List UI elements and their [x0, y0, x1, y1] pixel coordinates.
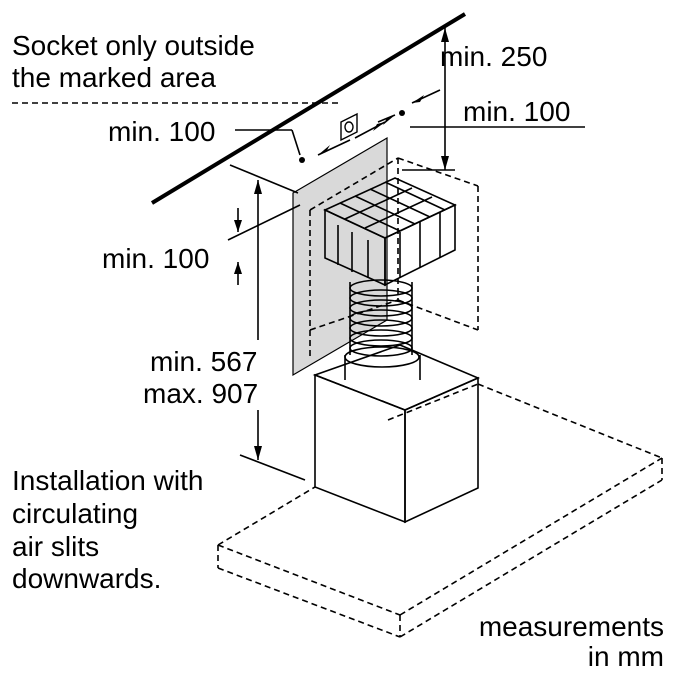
- socket-label-line1: Socket only outside: [12, 30, 255, 61]
- units-note-line2: in mm: [588, 641, 664, 672]
- dimension-min-100-top-right: [377, 89, 585, 128]
- min-567-label: min. 567: [150, 346, 257, 377]
- min-250-label: min. 250: [440, 41, 547, 72]
- chimney-outline: [309, 157, 479, 421]
- install-note-line1: Installation with: [12, 465, 203, 496]
- install-note-line3: air slits: [12, 531, 99, 562]
- socket-label-line2: the marked area: [12, 62, 216, 93]
- hood-box: [312, 344, 481, 524]
- min-100-top-left-label: min. 100: [108, 116, 215, 147]
- hood-canopy-outline: [217, 383, 663, 638]
- filter-unit: [323, 177, 457, 287]
- units-note-line1: measurements: [479, 611, 664, 642]
- flexible-duct: [344, 279, 421, 380]
- min-100-top-right-label: min. 100: [463, 96, 570, 127]
- dimension-height-range: [229, 164, 306, 481]
- dimension-min-100-top-left: [235, 121, 386, 163]
- socket-icon: [340, 112, 358, 142]
- min-100-mid-label: min. 100: [102, 243, 209, 274]
- install-note-line2: circulating: [12, 498, 138, 529]
- dimension-min-250: [402, 28, 455, 171]
- install-note-line4: downwards.: [12, 563, 161, 594]
- ceiling-line: [150, 12, 467, 205]
- dimension-min-100-mid: [227, 204, 301, 285]
- max-907-label: max. 907: [143, 378, 258, 409]
